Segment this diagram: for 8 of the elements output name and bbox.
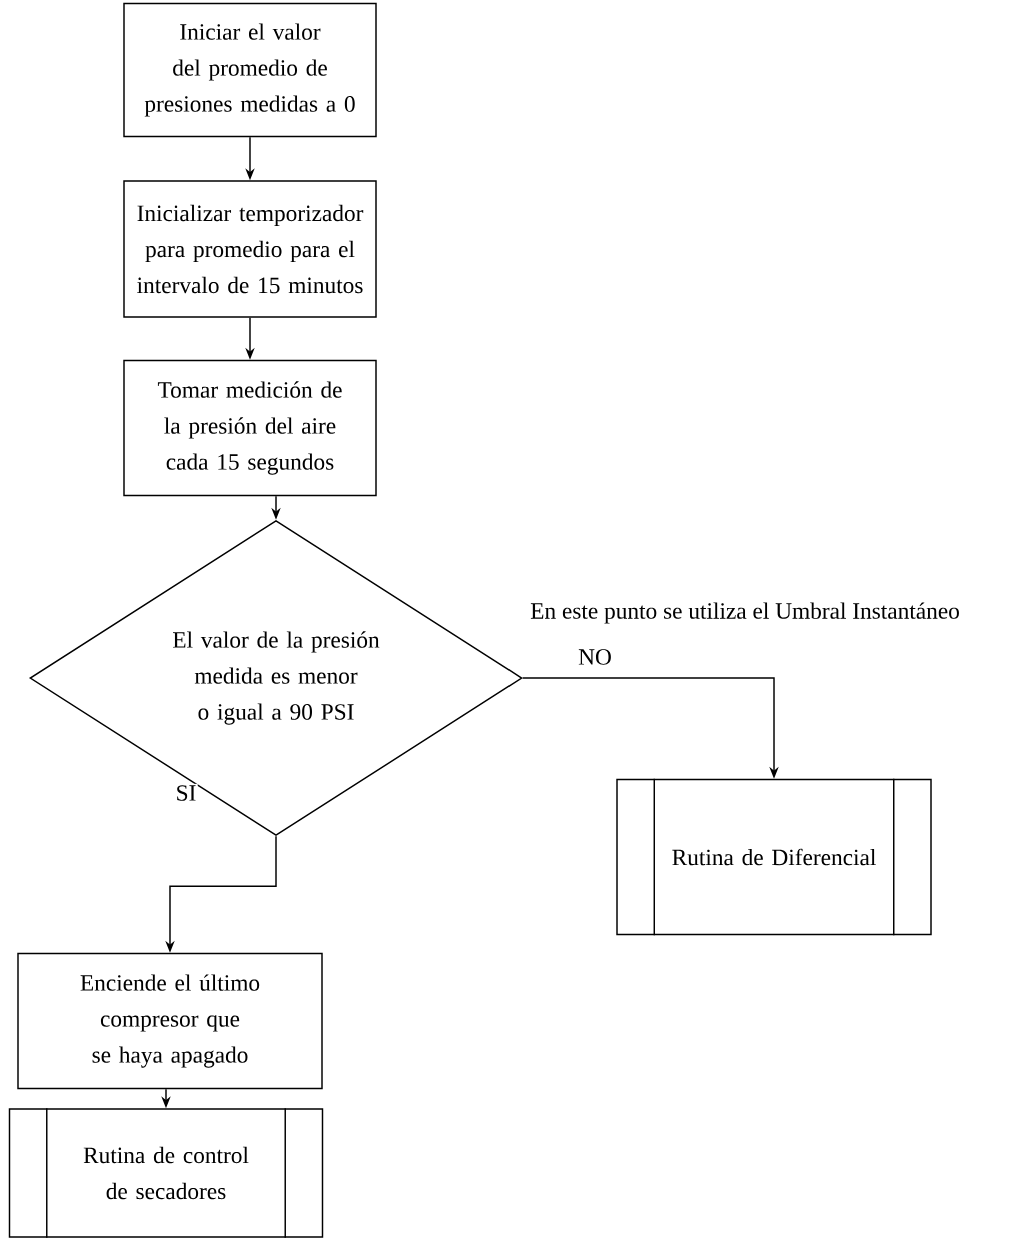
process-box: Tomar medición de la presión del aire cada 15 segundos — [123, 359, 377, 497]
process-box: Inicializar temporizador para promedio para el intervalo de 15 minutos — [123, 180, 377, 318]
subroutine-box: Rutina de control de secadores — [8, 1107, 324, 1238]
subroutine-box: Rutina de Diferencial — [616, 778, 932, 936]
process-box: Iniciar el valor del promedio de presiones medidas a 0 — [123, 2, 377, 138]
process-box: Enciende el último compresor que se haya apagado — [17, 952, 323, 1090]
edge-label: SI — [174, 783, 198, 803]
edge-label: NO — [576, 647, 614, 667]
